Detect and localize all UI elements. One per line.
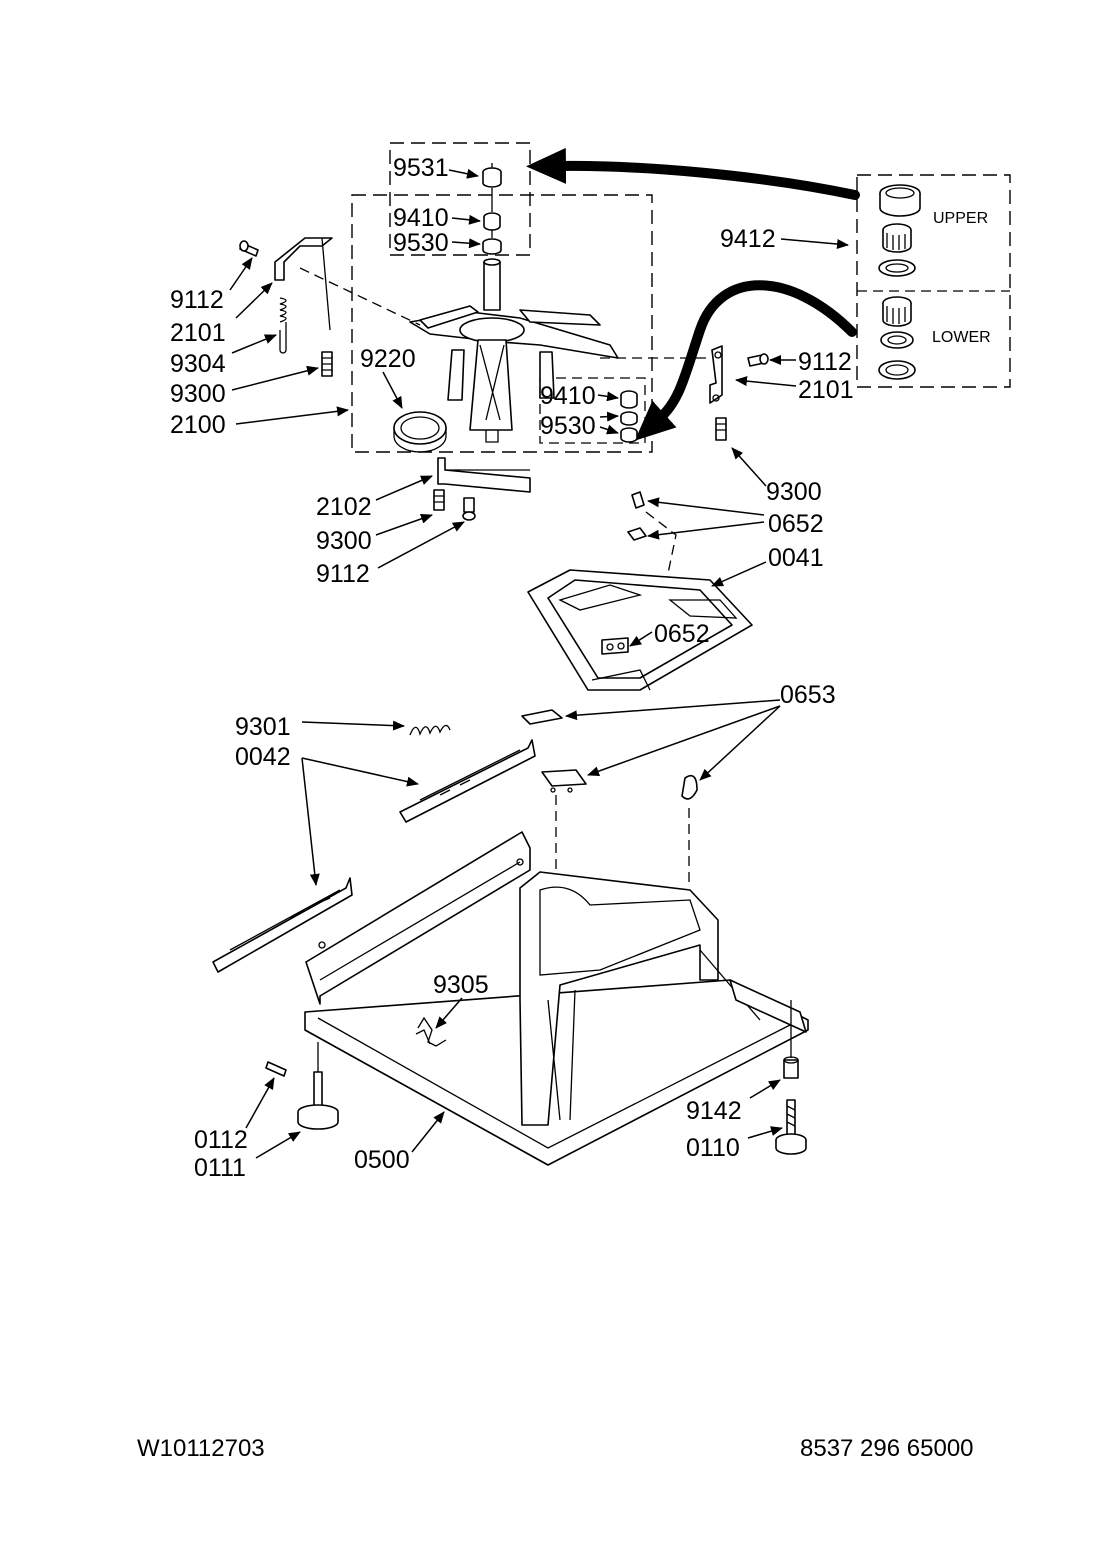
label-2100: 2100 <box>170 411 226 439</box>
part-0653-c <box>681 774 698 800</box>
part-0500-base-frame <box>304 831 809 1166</box>
lower-label: LOWER <box>932 329 991 346</box>
part-0042-rail-lower <box>212 877 353 973</box>
part-9220-ring <box>393 411 447 453</box>
upper-kit-arrow <box>526 147 860 200</box>
label-0111: 0111 <box>194 1154 246 1182</box>
label-9530-mid: 9530 <box>540 412 596 440</box>
label-0041: 0041 <box>768 544 824 572</box>
part-0653-a <box>521 709 563 725</box>
label-9112-left: 9112 <box>170 286 224 314</box>
part-2101-right-bracket <box>709 345 723 404</box>
part-9112-left-screw <box>239 240 259 257</box>
part-0653-b <box>541 769 587 793</box>
lower-kit-arrow <box>634 280 857 441</box>
label-0652-top: 0652 <box>768 510 824 538</box>
label-9531: 9531 <box>393 154 449 182</box>
label-2102: 2102 <box>316 493 372 521</box>
lower-bearing-group-box <box>539 377 646 444</box>
suspension-hub-group-box <box>351 194 653 453</box>
part-9300-bottom <box>433 489 445 511</box>
label-0112: 0112 <box>194 1126 248 1154</box>
part-9301-spring <box>409 724 451 736</box>
suspension-hub <box>409 258 619 443</box>
part-0041-frame <box>527 569 753 691</box>
label-9304: 9304 <box>170 350 226 378</box>
label-0042: 0042 <box>235 743 291 771</box>
top-bearing-group-box <box>389 142 531 256</box>
label-9112-right: 9112 <box>798 348 852 376</box>
document-number: W10112703 <box>137 1435 265 1462</box>
label-0653: 0653 <box>780 681 836 709</box>
part-9410-top <box>483 212 501 231</box>
part-9300-left <box>321 351 333 377</box>
label-0652-mid: 0652 <box>654 620 710 648</box>
part-2102-bracket <box>437 457 531 493</box>
part-0652-top-a <box>631 491 645 509</box>
bearing-kit-box <box>856 174 1011 388</box>
label-2101-right: 2101 <box>798 376 854 404</box>
part-9112-bottom-screw <box>462 497 476 521</box>
label-2101-left: 2101 <box>170 319 226 347</box>
upper-bearing-parts <box>878 184 921 277</box>
part-0652-mid <box>601 637 629 655</box>
label-9300-right: 9300 <box>766 478 822 506</box>
label-9305: 9305 <box>433 971 489 999</box>
lower-bearing-parts <box>878 296 916 380</box>
label-9142: 9142 <box>686 1097 742 1125</box>
label-9530-top: 9530 <box>393 229 449 257</box>
part-number-reference: 8537 296 65000 <box>800 1435 974 1462</box>
label-0500: 0500 <box>354 1146 410 1174</box>
label-9410-mid: 9410 <box>540 382 596 410</box>
part-9305-clip <box>415 1016 447 1047</box>
label-9410-top: 9410 <box>393 204 449 232</box>
label-9112-bottom: 9112 <box>316 560 370 588</box>
label-9412: 9412 <box>720 225 776 253</box>
part-9410-mid <box>620 390 638 409</box>
part-9304-spring <box>279 297 287 354</box>
part-9531 <box>482 163 502 188</box>
part-0042-rail-upper <box>399 739 536 823</box>
leader-lines <box>229 168 849 1159</box>
upper-label: UPPER <box>933 210 988 227</box>
part-0111-foot-left <box>297 1042 339 1130</box>
part-9300-right <box>715 417 727 441</box>
part-9142 <box>783 1000 799 1079</box>
part-9112-right-screw <box>747 353 769 367</box>
label-9300-left: 9300 <box>170 380 226 408</box>
left-bracket-dashline <box>299 267 421 326</box>
label-9220: 9220 <box>360 345 416 373</box>
label-9301: 9301 <box>235 713 291 741</box>
part-0110-foot-right <box>775 1099 807 1155</box>
part-9530-mid <box>620 411 638 443</box>
cam-dashline <box>645 511 677 613</box>
part-0112 <box>265 1061 287 1077</box>
part-2101-left-bracket <box>274 237 333 331</box>
part-9530-top <box>482 238 502 255</box>
part-0652-top-b <box>627 527 647 541</box>
label-0110: 0110 <box>686 1134 740 1162</box>
label-9300-bottom: 9300 <box>316 527 372 555</box>
